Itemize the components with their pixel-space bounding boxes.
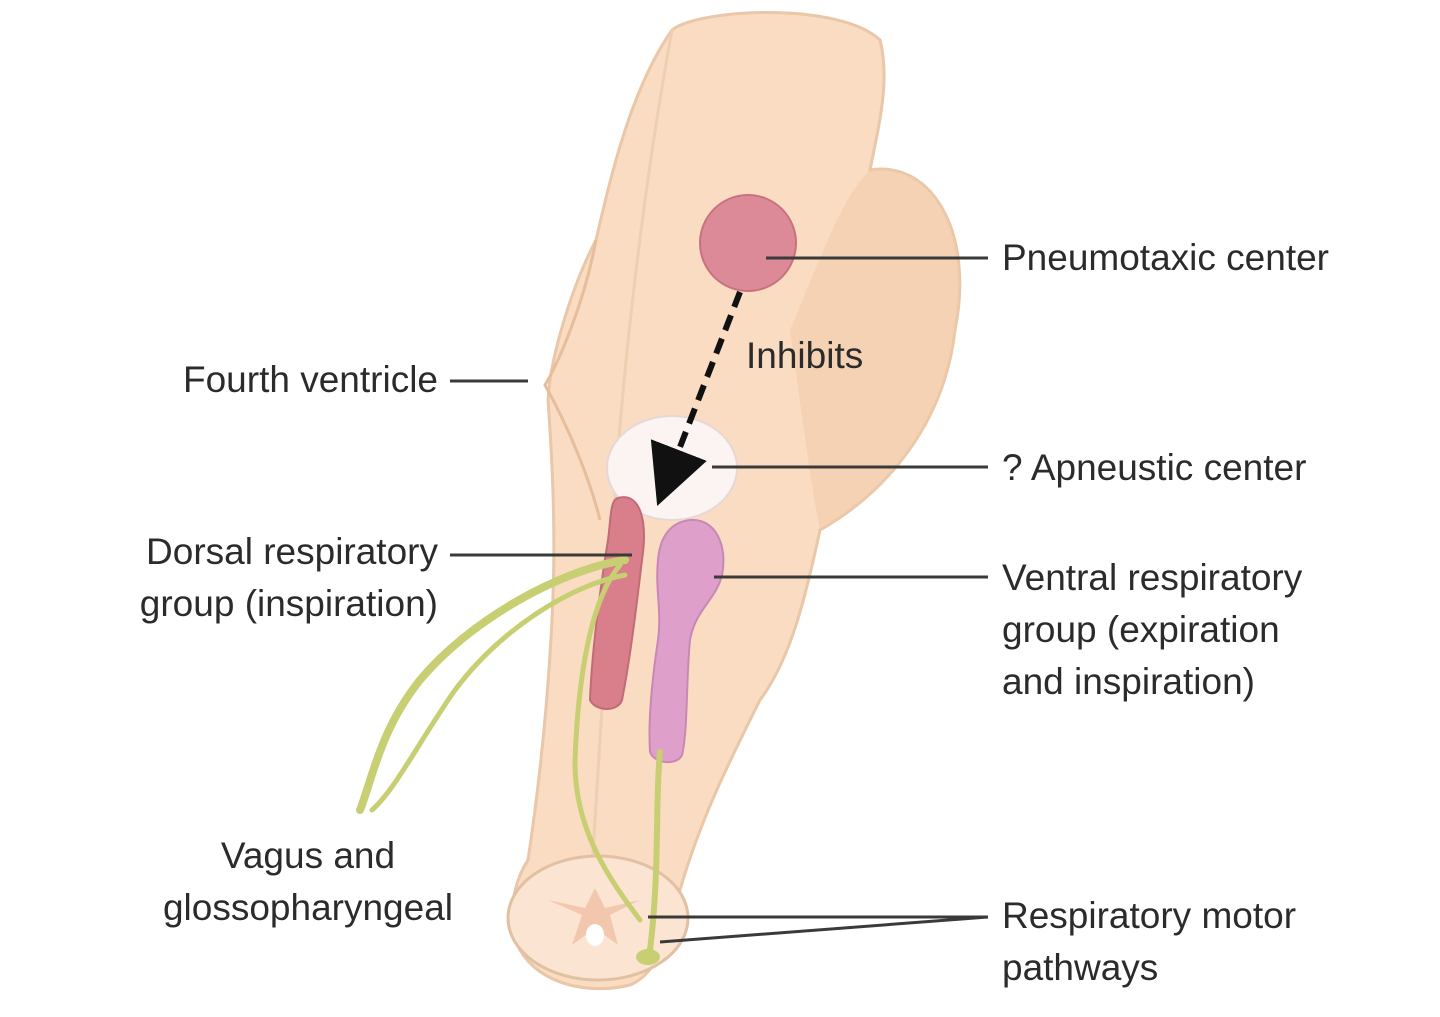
nerve-root [636,949,660,965]
grey-matter [548,888,640,945]
brainstem-body [511,11,962,991]
apneustic-text: ? Apneustic center [1002,447,1307,488]
inhibits-label: Inhibits [746,330,863,382]
inhibits-arrow [650,290,743,506]
dorsal-text-line2: group (inspiration) [139,583,438,624]
ventral-text-line1: Ventral respiratory [1002,557,1303,598]
dorsal-respiratory-group [588,496,645,710]
fourth-ventricle-text: Fourth ventricle [183,359,438,400]
vagus-nerve-branch [369,572,628,813]
fourth-ventricle-ridge [543,239,602,521]
ventral-text-line2: group (expiration [1002,609,1280,650]
fourth-ventricle-label: Fourth ventricle [60,354,438,406]
ventral-text-line3: and inspiration) [1002,661,1255,702]
vagus-text-line1: Vagus and [220,835,396,876]
motor-label: Respiratory motor pathways [1002,890,1296,994]
ventral-respiratory-group [648,518,725,764]
ventral-label: Ventral respiratory group (expiration an… [1002,552,1302,708]
dorsal-label: Dorsal respiratory group (inspiration) [40,526,438,630]
inhibits-text: Inhibits [746,335,864,376]
apneustic-label: ? Apneustic center [1002,442,1306,494]
central-canal [586,924,604,946]
leader-motor-2 [659,915,989,944]
pneumotaxic-label: Pneumotaxic center [1002,232,1329,284]
leader-lines [450,256,989,944]
dorsal-text-line1: Dorsal respiratory [146,531,438,572]
vagus-nerve [356,556,629,814]
ventral-motor-pathway [647,749,663,953]
vagus-text-line2: glossopharyngeal [162,887,454,928]
dorsal-motor-pathway [572,562,643,923]
motor-text-line2: pathways [1002,947,1159,988]
motor-text-line1: Respiratory motor [1002,895,1297,936]
pneumotaxic-text: Pneumotaxic center [1002,237,1330,278]
pneumotaxic-center [699,194,797,292]
vagus-label: Vagus and glossopharyngeal [108,830,508,934]
